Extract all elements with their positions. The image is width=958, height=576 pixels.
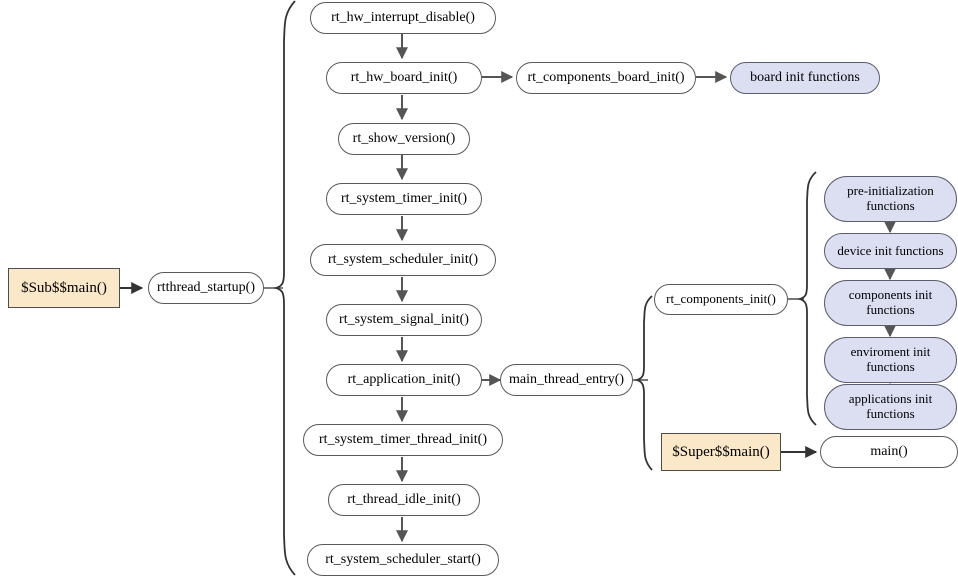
node-rt-system-timer-thread-init[interactable]: rt_system_timer_thread_init() bbox=[303, 424, 503, 456]
node-rt-system-timer-init[interactable]: rt_system_timer_init() bbox=[326, 183, 482, 215]
node-pre-initialization-functions-line2: functions bbox=[866, 198, 915, 213]
node-rtthread-startup[interactable]: rtthread_startup() bbox=[148, 272, 264, 304]
node-rt-hw-board-init-label: rt_hw_board_init() bbox=[350, 70, 458, 86]
node-main-thread-entry-label: main_thread_entry() bbox=[508, 372, 625, 388]
node-rt-system-signal-init-label: rt_system_signal_init() bbox=[339, 312, 469, 328]
node-rt-system-signal-init[interactable]: rt_system_signal_init() bbox=[326, 304, 482, 336]
node-rt-system-scheduler-init-label: rt_system_scheduler_init() bbox=[327, 252, 479, 268]
node-board-init-functions[interactable]: board init functions bbox=[730, 62, 880, 94]
node-rt-application-init[interactable]: rt_application_init() bbox=[326, 364, 482, 396]
node-applications-init-functions-line2: functions bbox=[866, 406, 915, 421]
node-applications-init-functions-line1: applications init bbox=[848, 391, 933, 407]
node-rt-hw-board-init[interactable]: rt_hw_board_init() bbox=[326, 62, 482, 94]
node-device-init-functions[interactable]: device init functions bbox=[824, 233, 957, 269]
node-rt-hw-interrupt-disable[interactable]: rt_hw_interrupt_disable() bbox=[310, 2, 496, 34]
node-components-init-functions-line2: functions bbox=[866, 302, 915, 317]
node-applications-init-functions[interactable]: applications init functions bbox=[824, 384, 957, 430]
node-enviroment-init-functions[interactable]: enviroment init functions bbox=[824, 337, 957, 383]
node-pre-initialization-functions-line1: pre-initialization bbox=[847, 183, 934, 199]
node-enviroment-init-functions-line1: enviroment init bbox=[850, 344, 931, 360]
node-rt-components-board-init-label: rt_components_board_init() bbox=[527, 70, 685, 86]
node-rt-system-scheduler-start-label: rt_system_scheduler_start() bbox=[325, 552, 481, 568]
node-rt-system-scheduler-start[interactable]: rt_system_scheduler_start() bbox=[307, 544, 499, 576]
node-rt-application-init-label: rt_application_init() bbox=[347, 372, 461, 388]
node-pre-initialization-functions[interactable]: pre-initialization functions bbox=[824, 176, 957, 222]
entry-sub-main-box[interactable]: $Sub$$main() bbox=[8, 268, 120, 308]
node-rt-components-board-init[interactable]: rt_components_board_init() bbox=[516, 62, 696, 94]
node-rt-hw-interrupt-disable-label: rt_hw_interrupt_disable() bbox=[331, 10, 475, 26]
node-rt-system-timer-thread-init-label: rt_system_timer_thread_init() bbox=[319, 432, 487, 448]
node-main-label: main() bbox=[870, 444, 908, 460]
entry-sub-main-label: $Sub$$main() bbox=[21, 279, 107, 296]
node-main-thread-entry[interactable]: main_thread_entry() bbox=[500, 364, 633, 396]
node-rtthread-startup-label: rtthread_startup() bbox=[157, 280, 255, 296]
node-rt-thread-idle-init-label: rt_thread_idle_init() bbox=[347, 492, 461, 508]
node-rt-system-timer-init-label: rt_system_timer_init() bbox=[341, 191, 467, 207]
node-rt-show-version[interactable]: rt_show_version() bbox=[338, 123, 470, 155]
node-device-init-functions-label: device init functions bbox=[837, 242, 944, 258]
node-rt-thread-idle-init[interactable]: rt_thread_idle_init() bbox=[328, 484, 480, 516]
node-rt-components-init[interactable]: rt_components_init() bbox=[654, 284, 788, 315]
node-components-init-functions-line1: components init bbox=[848, 287, 933, 303]
node-rt-show-version-label: rt_show_version() bbox=[352, 131, 456, 147]
node-enviroment-init-functions-line2: functions bbox=[866, 359, 915, 374]
node-components-init-functions[interactable]: components init functions bbox=[824, 280, 957, 326]
entry-super-main-box[interactable]: $Super$$main() bbox=[661, 433, 781, 471]
node-rt-system-scheduler-init[interactable]: rt_system_scheduler_init() bbox=[310, 244, 496, 276]
node-rt-components-init-label: rt_components_init() bbox=[666, 291, 776, 307]
node-main[interactable]: main() bbox=[820, 436, 958, 468]
entry-super-main-label: $Super$$main() bbox=[672, 443, 770, 460]
node-board-init-functions-label: board init functions bbox=[750, 70, 860, 86]
